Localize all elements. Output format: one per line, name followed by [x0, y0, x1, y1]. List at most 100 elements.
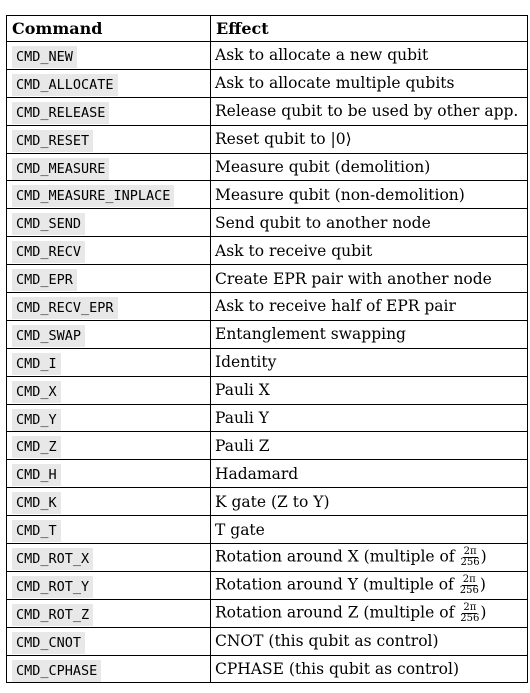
effect-text: Reset qubit to |0⟩ — [215, 130, 352, 149]
effect-cell: Pauli Z — [210, 431, 528, 461]
effect-cell: Pauli X — [210, 375, 528, 405]
effect-cell: Identity — [210, 347, 528, 377]
command-name: CMD_ROT_X — [12, 547, 94, 570]
effect-text: Rotation around Y (multiple of — [215, 575, 454, 594]
command-cell: CMD_Y — [6, 403, 211, 433]
table-row: CMD_RELEASE Release qubit to be used by o… — [6, 96, 528, 126]
command-name: CMD_EPR — [12, 269, 77, 292]
command-cell: CMD_NEW — [6, 41, 211, 70]
effect-text-end: ) — [480, 547, 487, 566]
effect-text: K gate (Z to Y) — [215, 492, 330, 511]
fraction-numerator: 2π — [462, 545, 478, 558]
effect-cell: Ask to receive qubit — [210, 236, 528, 266]
command-cell: CMD_T — [6, 515, 211, 545]
table-row: CMD_EPR Create EPR pair with another node — [6, 264, 528, 294]
command-cell: CMD_ROT_Y — [6, 570, 211, 600]
effect-text: Ask to receive qubit — [215, 241, 373, 260]
command-cell: CMD_I — [6, 347, 211, 377]
effect-text: CNOT (this qubit as control) — [215, 632, 439, 651]
effect-text: Ask to receive half of EPR pair — [215, 297, 456, 316]
command-name: CMD_MEASURE — [12, 157, 110, 180]
effect-cell: Ask to allocate multiple qubits — [210, 68, 528, 98]
command-name: CMD_Z — [12, 436, 61, 459]
command-cell: CMD_ROT_Z — [6, 598, 211, 628]
effect-cell: Send qubit to another node — [210, 208, 528, 238]
fraction-denominator: 256 — [460, 556, 480, 568]
effect-cell: Entanglement swapping — [210, 319, 528, 349]
effect-cell: CPHASE (this qubit as control) — [210, 654, 528, 684]
effect-cell: Measure qubit (non-demolition) — [210, 180, 528, 210]
command-cell: CMD_Z — [6, 431, 211, 461]
effect-text: Measure qubit (non-demolition) — [215, 185, 465, 204]
effect-text: Rotation around Z (multiple of — [215, 603, 455, 622]
table-row: CMD_Z Pauli Z — [6, 431, 528, 461]
effect-text: Ask to allocate a new qubit — [215, 46, 429, 65]
table-row: CMD_ROT_X Rotation around X (multiple of … — [6, 543, 528, 572]
effect-cell: Pauli Y — [210, 403, 528, 433]
command-cell: CMD_CPHASE — [6, 654, 211, 684]
command-name: CMD_MEASURE_INPLACE — [12, 185, 175, 208]
effect-text: Send qubit to another node — [215, 213, 431, 232]
effect-cell: Measure qubit (demolition) — [210, 152, 528, 182]
command-name: CMD_Y — [12, 408, 61, 431]
command-name: CMD_T — [12, 520, 61, 543]
command-name: CMD_RECV_EPR — [12, 296, 118, 319]
table-row: CMD_RESET Reset qubit to |0⟩ — [6, 124, 528, 154]
command-cell: CMD_RECV_EPR — [6, 292, 211, 321]
table-row: CMD_RECV_EPR Ask to receive half of EPR p… — [6, 292, 528, 321]
effect-text: Release qubit to be used by other app. — [215, 102, 519, 121]
command-cell: CMD_SEND — [6, 208, 211, 238]
command-name: CMD_I — [12, 352, 61, 375]
command-name: CMD_RESET — [12, 129, 94, 152]
effect-text: Hadamard — [215, 464, 299, 483]
effect-text: T gate — [215, 520, 265, 539]
command-cell: CMD_ROT_X — [6, 543, 211, 572]
effect-text: Pauli Z — [215, 436, 270, 455]
effect-text: Identity — [215, 353, 277, 372]
table-header-row: Command Effect — [6, 15, 528, 42]
effect-cell: Reset qubit to |0⟩ — [210, 124, 528, 154]
effect-cell: Ask to allocate a new qubit — [210, 41, 528, 70]
effect-text: CPHASE (this qubit as control) — [215, 660, 459, 679]
table-row: CMD_MEASURE Measure qubit (demolition) — [6, 152, 528, 182]
effect-cell: Release qubit to be used by other app. — [210, 96, 528, 126]
table-row: CMD_RECV Ask to receive qubit — [6, 236, 528, 266]
effect-text: Entanglement swapping — [215, 325, 406, 344]
table-row: CMD_Y Pauli Y — [6, 403, 528, 433]
effect-text-end: ) — [480, 603, 487, 622]
effect-cell: Hadamard — [210, 459, 528, 489]
fraction-denominator: 256 — [460, 612, 480, 624]
effect-text: Pauli X — [215, 381, 270, 400]
table-row: CMD_K K gate (Z to Y) — [6, 487, 528, 517]
effect-text: Rotation around X (multiple of — [215, 547, 455, 566]
table-row: CMD_MEASURE_INPLACE Measure qubit (non-de… — [6, 180, 528, 210]
table-row: CMD_I Identity — [6, 347, 528, 377]
effect-text: Create EPR pair with another node — [215, 269, 492, 288]
fraction-numerator: 2π — [461, 573, 477, 586]
effect-cell: T gate — [210, 515, 528, 545]
effect-cell: K gate (Z to Y) — [210, 487, 528, 517]
command-cell: CMD_RELEASE — [6, 96, 211, 126]
command-cell: CMD_CNOT — [6, 626, 211, 656]
command-name: CMD_RECV — [12, 241, 86, 264]
command-name: CMD_RELEASE — [12, 101, 110, 124]
command-cell: CMD_EPR — [6, 264, 211, 294]
effect-text: Pauli Y — [215, 409, 270, 428]
fraction-denominator: 256 — [459, 584, 479, 596]
effect-cell: Ask to receive half of EPR pair — [210, 292, 528, 321]
table-row: CMD_T T gate — [6, 515, 528, 545]
effect-cell: CNOT (this qubit as control) — [210, 626, 528, 656]
fraction-numerator: 2π — [462, 601, 478, 614]
effect-cell: Create EPR pair with another node — [210, 264, 528, 294]
command-name: CMD_K — [12, 492, 61, 515]
